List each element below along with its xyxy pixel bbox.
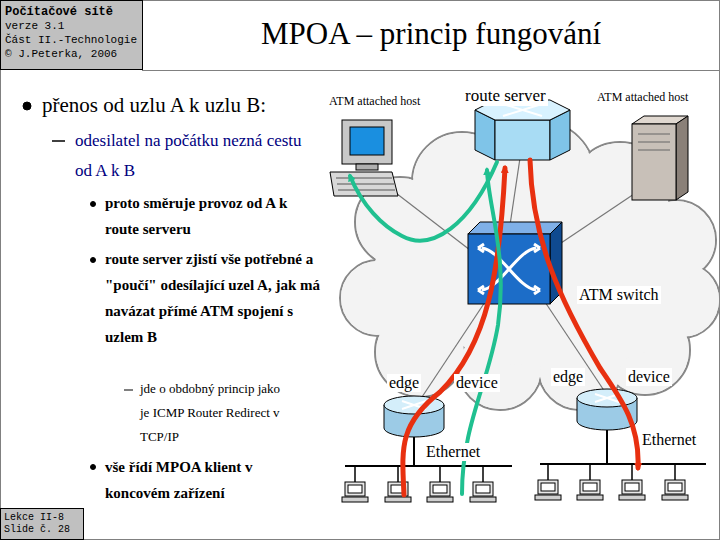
edge-router-icon [384,389,637,437]
pc-icons [342,464,688,502]
network-label: Ethernet [424,443,482,461]
device-label: edge [387,374,421,392]
network-label: Ethernet [640,431,698,449]
subbullet-text: odesilatel na počátku nezná cestu od A k… [75,126,303,186]
route-server-icon [475,100,570,160]
bullet-text: route server zjistí vše potřebné a "pouč… [105,246,320,350]
device-label: device [626,368,672,386]
device-label: ATM attached host [595,90,690,105]
device-label: route server [463,86,548,106]
device-label: edge [551,368,585,386]
footer-box: Lekce II-8Slide č. 28 [0,508,84,540]
slide-title: MPOA – princip fungování [142,16,720,52]
traffic-arrows [350,160,638,495]
bullet-text: přenos od uzlu A k uzlu B: [42,91,332,119]
device-label: ATM switch [577,286,661,304]
box-text: verze 3.1 [5,19,138,33]
bullet-text: proto směruje provoz od A k route server… [105,190,315,242]
bullet-text: vše řídí MPOA klient v koncovém zařízení [105,454,310,506]
header-rule [142,70,720,71]
note-text: jde o obdobný princip jako je ICMP Route… [140,377,292,449]
device-label: device [454,374,500,392]
atm-links [392,158,640,400]
box-text: Počítačové sítě [5,5,138,19]
workstation-icon [330,120,398,196]
ethernet-segment [345,430,706,466]
device-label: ATM attached host [327,94,422,109]
box-text: Část II.-Technologie [5,33,138,47]
box-text: © J.Peterka, 2006 [5,47,138,61]
header-box: Počítačové sítěverze 3.1Část II.-Technol… [0,0,143,70]
box-text: Slide č. 28 [4,524,80,536]
server-icon [632,116,688,200]
box-text: Lekce II-8 [4,512,80,524]
